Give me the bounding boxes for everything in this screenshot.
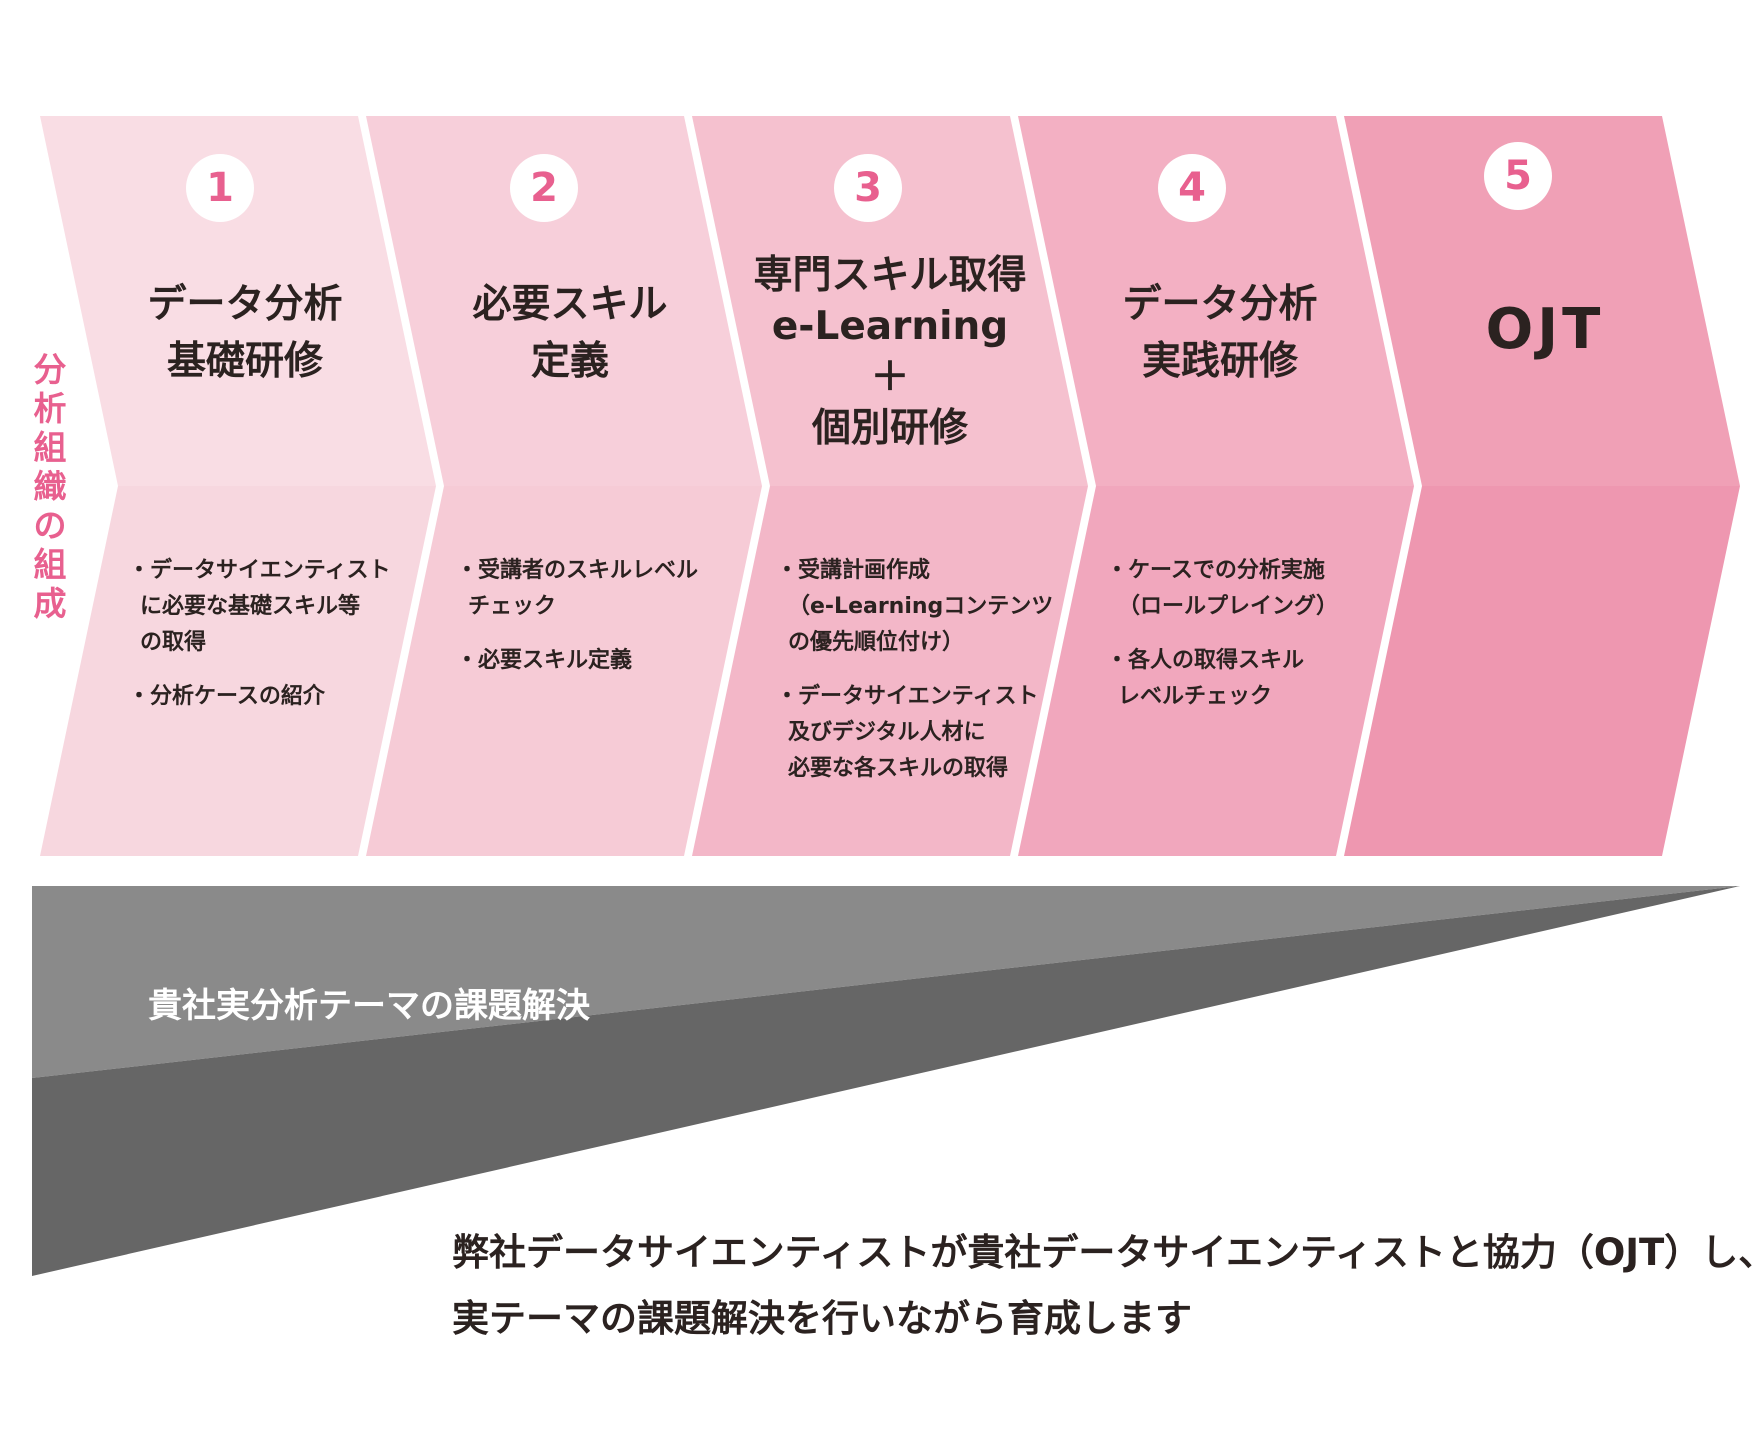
wedge-label: 貴社実分析テーマの課題解決 xyxy=(148,986,590,1026)
step-5-title-line: OJT xyxy=(1485,297,1605,362)
bullet-line: ・受講計画作成 xyxy=(776,558,931,583)
step-1-arrow-bottom xyxy=(40,486,436,856)
step-5-arrow-top xyxy=(1344,116,1740,486)
step-5-title: OJT xyxy=(1405,295,1685,365)
bullet-item: ・データサイエンティスト に必要な基礎スキル等 の取得 xyxy=(128,553,390,661)
bullet-item: ・各人の取得スキル レベルチェック xyxy=(1106,643,1338,715)
bullet-line: 及びデジタル人材に xyxy=(788,720,986,745)
step-1-title-line: データ分析 xyxy=(147,282,343,327)
wedge-dark xyxy=(32,886,1740,1276)
side-label-char: 組 xyxy=(33,545,67,584)
step-3-title-line: 専門スキル取得 xyxy=(753,253,1027,298)
bullet-line: 必要な各スキルの取得 xyxy=(788,756,1009,781)
bottom-description: 弊社データサイエンティストが貴社データサイエンティストと協力（OJT）し、 実テ… xyxy=(452,1220,1756,1352)
step-3-arrow-bottom xyxy=(692,486,1088,856)
side-label-char: の xyxy=(33,506,67,545)
bullet-line: ・必要スキル定義 xyxy=(456,648,633,673)
bullet-item: ・受講計画作成 （e-Learningコンテンツ の優先順位付け） xyxy=(776,553,1053,661)
side-label-char: 析 xyxy=(33,389,67,428)
side-label: 分 析 組 織 の 組 成 xyxy=(28,350,72,623)
bullet-line: チェック xyxy=(468,594,557,619)
step-2-number: 2 xyxy=(510,154,578,222)
bullet-line: （ロールプレイング） xyxy=(1118,594,1339,619)
bullet-item: ・分析ケースの紹介 xyxy=(128,679,390,715)
bullet-line: に必要な基礎スキル等 xyxy=(140,594,361,619)
step-4-number: 4 xyxy=(1158,154,1226,222)
bullet-item: ・受講者のスキルレベル チェック xyxy=(456,553,698,625)
step-3-title-line: 個別研修 xyxy=(811,406,968,451)
bullet-line: ・データサイエンティスト xyxy=(128,558,391,583)
step-3-bullets: ・受講計画作成 （e-Learningコンテンツ の優先順位付け） ・データサイ… xyxy=(776,553,1053,805)
step-3-number: 3 xyxy=(834,154,902,222)
step-1-title: データ分析 基礎研修 xyxy=(110,276,380,390)
bullet-line: ・データサイエンティスト xyxy=(776,684,1039,709)
bullet-line: ・各人の取得スキル xyxy=(1106,648,1305,673)
step-5-number: 5 xyxy=(1484,142,1552,210)
bullet-item: ・ケースでの分析実施 （ロールプレイング） xyxy=(1106,553,1338,625)
bullet-line: の優先順位付け） xyxy=(788,630,965,655)
step-4-title: データ分析 実践研修 xyxy=(1085,276,1355,390)
step-5-arrow-bottom xyxy=(1344,486,1740,856)
side-label-char: 組 xyxy=(33,428,67,467)
step-2-title-line: 必要スキル xyxy=(472,282,668,327)
bullet-line: ・分析ケースの紹介 xyxy=(128,684,325,709)
bullet-line: レベルチェック xyxy=(1118,684,1273,709)
bottom-description-line: 実テーマの課題解決を行いながら育成します xyxy=(452,1297,1192,1340)
bottom-description-line: 弊社データサイエンティストが貴社データサイエンティストと協力（OJT）し、 xyxy=(452,1231,1756,1274)
step-4-title-line: 実践研修 xyxy=(1141,339,1298,384)
bullet-line: ・受講者のスキルレベル xyxy=(456,558,699,583)
step-2-bullets: ・受講者のスキルレベル チェック ・必要スキル定義 xyxy=(456,553,698,697)
side-label-char: 分 xyxy=(33,350,67,389)
bullet-line: ・ケースでの分析実施 xyxy=(1106,558,1325,583)
bullet-item: ・データサイエンティスト 及びデジタル人材に 必要な各スキルの取得 xyxy=(776,679,1053,787)
step-3-title-line: ＋ xyxy=(870,355,910,400)
step-4-title-line: データ分析 xyxy=(1122,282,1318,327)
step-2-title-line: 定義 xyxy=(530,339,609,384)
bullet-line: の取得 xyxy=(140,630,207,655)
step-1-number: 1 xyxy=(186,154,254,222)
side-label-char: 成 xyxy=(33,584,67,623)
step-1-arrow-top xyxy=(40,116,436,486)
side-label-char: 織 xyxy=(33,467,67,506)
step-2-title: 必要スキル 定義 xyxy=(435,276,705,390)
step-1-title-line: 基礎研修 xyxy=(166,339,323,384)
step-3-arrow-top xyxy=(692,116,1088,486)
step-4-arrow-top xyxy=(1018,116,1414,486)
step-2-arrow-bottom xyxy=(366,486,762,856)
step-2-arrow-top xyxy=(366,116,762,486)
step-3-title-line: e-Learning xyxy=(771,304,1009,349)
step-4-bullets: ・ケースでの分析実施 （ロールプレイング） ・各人の取得スキル レベルチェック xyxy=(1106,553,1338,733)
bullet-line: （e-Learningコンテンツ xyxy=(788,594,1054,619)
bullet-item: ・必要スキル定義 xyxy=(456,643,698,679)
step-4-arrow-bottom xyxy=(1018,486,1414,856)
step-1-bullets: ・データサイエンティスト に必要な基礎スキル等 の取得 ・分析ケースの紹介 xyxy=(128,553,390,733)
step-3-title: 専門スキル取得 e-Learning ＋ 個別研修 xyxy=(740,250,1040,454)
